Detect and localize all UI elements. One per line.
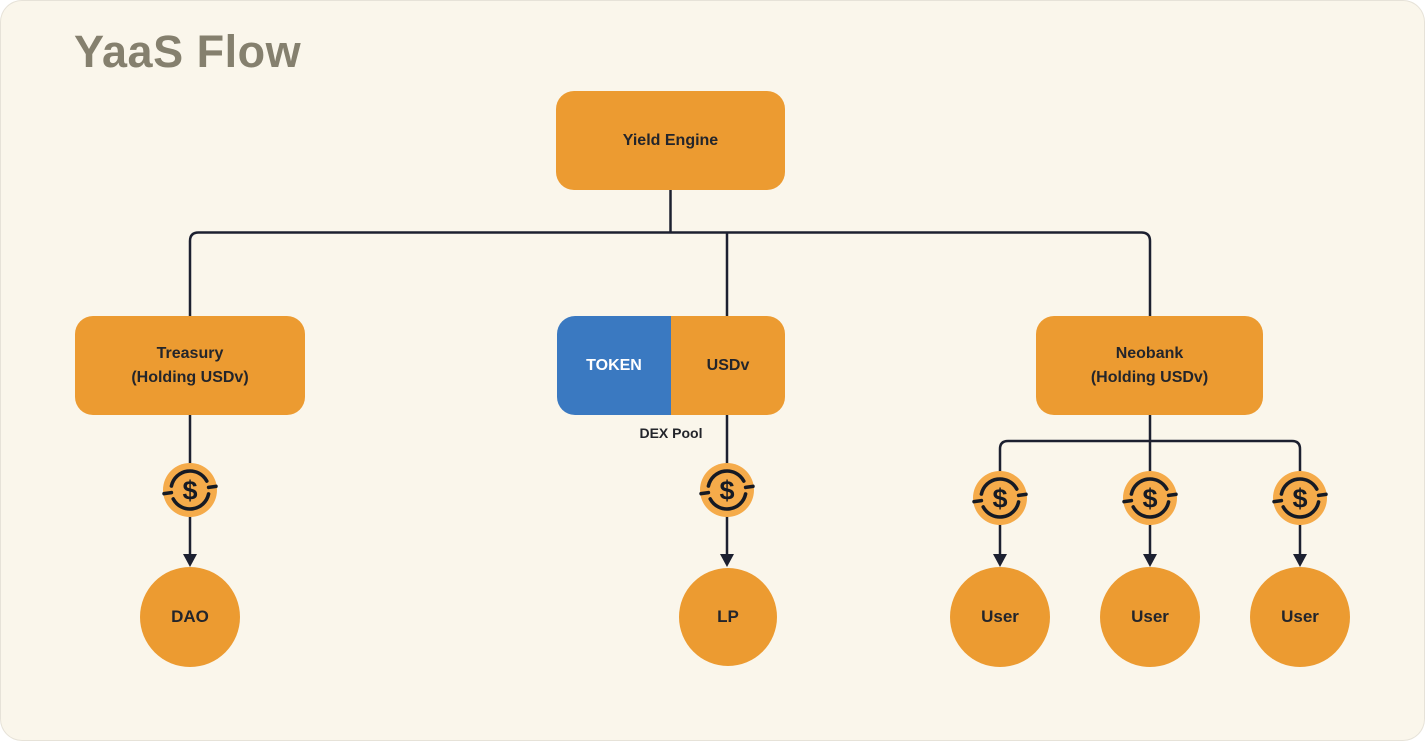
token-label: TOKEN bbox=[586, 356, 642, 374]
node-lp: LP bbox=[679, 568, 777, 666]
dollar-coin-icon: $ bbox=[972, 471, 1028, 525]
usdv-label: USDv bbox=[706, 356, 750, 374]
arrowhead-user1 bbox=[993, 554, 1007, 567]
dex-usdv-half: USDv bbox=[671, 316, 785, 415]
arrowhead-dao bbox=[183, 554, 197, 567]
dollar-symbol: $ bbox=[719, 476, 734, 506]
node-dao: DAO bbox=[140, 567, 240, 667]
connector-main-bus bbox=[188, 231, 1152, 316]
arrowhead-user3 bbox=[1293, 554, 1307, 567]
treasury-label-line1: Treasury bbox=[156, 345, 224, 363]
neobank-label-line2: (Holding USDv) bbox=[1090, 368, 1209, 386]
page-title: YaaS Flow bbox=[74, 26, 302, 77]
lp-label: LP bbox=[717, 607, 739, 626]
dex-token-half: TOKEN bbox=[557, 316, 671, 415]
dollar-coin-icon: $ bbox=[699, 463, 755, 517]
node-dex-pool: TOKEN USDv bbox=[557, 316, 785, 415]
dollar-symbol: $ bbox=[1142, 484, 1157, 514]
neobank-label-line1: Neobank bbox=[1115, 345, 1184, 363]
dex-pool-caption: DEX Pool bbox=[639, 425, 703, 441]
dollar-symbol: $ bbox=[1292, 484, 1307, 514]
dollar-coin-icon: $ bbox=[162, 463, 218, 517]
treasury-label-line2: (Holding USDv) bbox=[131, 368, 249, 386]
node-treasury: Treasury (Holding USDv) bbox=[75, 316, 305, 415]
arrowhead-lp bbox=[720, 554, 734, 567]
dollar-symbol: $ bbox=[992, 484, 1007, 514]
yield-engine-label: Yield Engine bbox=[622, 131, 719, 149]
node-neobank: Neobank (Holding USDv) bbox=[1036, 316, 1263, 415]
dao-label: DAO bbox=[171, 607, 209, 626]
node-user-3: User bbox=[1250, 567, 1350, 667]
node-user-1: User bbox=[950, 567, 1050, 667]
node-user-2: User bbox=[1100, 567, 1200, 667]
user2-label: User bbox=[1131, 607, 1169, 626]
user1-label: User bbox=[981, 607, 1019, 626]
arrowhead-user2 bbox=[1143, 554, 1157, 567]
dollar-symbol: $ bbox=[182, 476, 197, 506]
node-yield-engine: Yield Engine bbox=[556, 91, 785, 190]
user3-label: User bbox=[1281, 607, 1319, 626]
dollar-coin-icon: $ bbox=[1272, 471, 1328, 525]
dollar-coin-icon: $ bbox=[1122, 471, 1178, 525]
